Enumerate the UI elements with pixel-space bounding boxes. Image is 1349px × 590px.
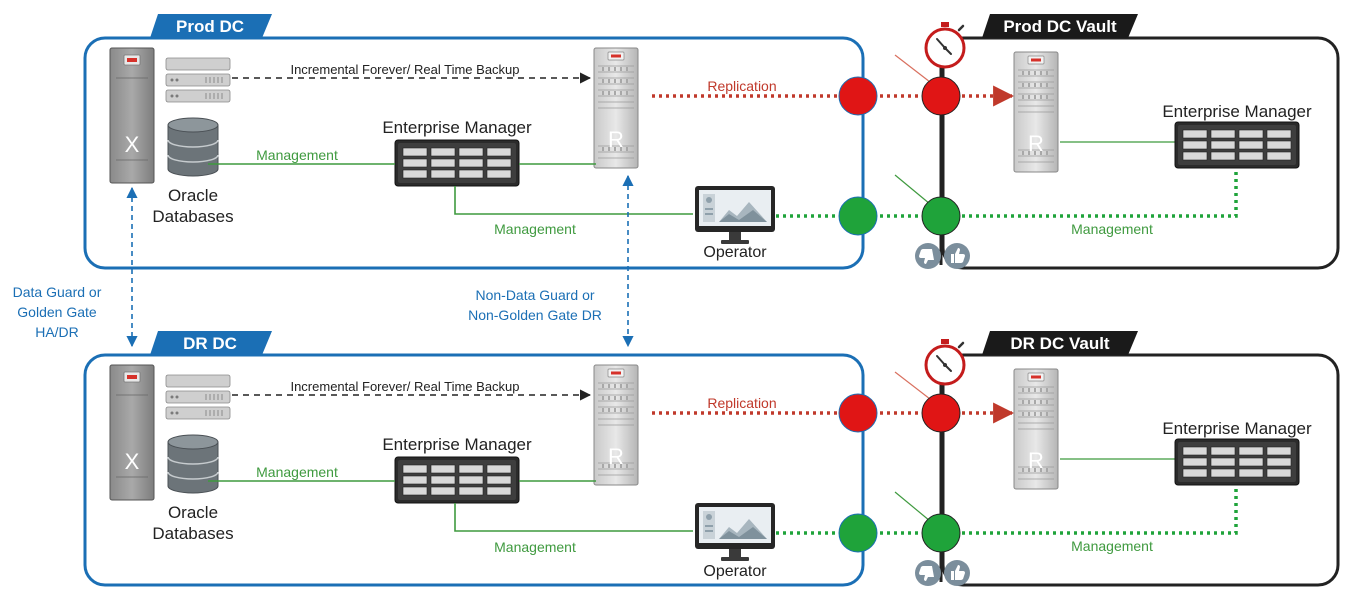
dr-dc-title: DR DC (183, 334, 237, 353)
dr-vault-mgmt-link (962, 485, 1238, 535)
dr-database-icon (167, 434, 219, 494)
prod-vault-tab (982, 14, 1138, 38)
prod-backup-server-icon (165, 57, 231, 103)
prod-operator-label: Operator (703, 244, 767, 261)
prod-database-icon (167, 117, 219, 177)
dataguard-label-line3: HA/DR (35, 324, 79, 340)
prod-green-indicator-line (894, 174, 931, 205)
dr-exadata-letter: X (125, 449, 140, 474)
prod-exadata-letter: X (125, 132, 140, 157)
prod-exadata-rack (109, 47, 155, 184)
dr-red-indicator-line (894, 371, 931, 400)
dr-vault-mgmt-label: Management (1071, 538, 1153, 554)
dr-vault-recovery-letter: R (1028, 448, 1044, 473)
dr-vault-title: DR DC Vault (1010, 334, 1110, 353)
prod-vault-mgmt-link (962, 168, 1238, 218)
prod-vault-border (941, 36, 1340, 270)
prod-db-label-line2: Databases (152, 207, 233, 226)
prod-dc-border (83, 36, 865, 270)
dr-exadata-rack (109, 364, 155, 501)
prod-vault-title: Prod DC Vault (1003, 17, 1117, 36)
dr-operator-monitor-icon (695, 503, 775, 561)
prod-mgmt-line-operator (454, 186, 693, 215)
dr-stopwatch-icon (924, 337, 966, 386)
dr-em-label: Enterprise Manager (382, 435, 532, 454)
dr-vault-em-label: Enterprise Manager (1162, 419, 1312, 438)
dr-vault-border (941, 353, 1340, 587)
dr-vault-red-signal (921, 393, 961, 433)
non-dataguard-label-line2: Non-Golden Gate DR (468, 307, 602, 323)
dataguard-label-line2: Golden Gate (17, 304, 97, 320)
dr-vault-green-signal (921, 513, 961, 553)
dr-mgmt-line-operator (454, 503, 693, 532)
dr-operator-label: Operator (703, 563, 767, 580)
prod-db-label-line1: Oracle (168, 186, 218, 205)
dr-dc-green-signal (838, 513, 878, 553)
prod-vault-green-signal (921, 196, 961, 236)
prod-dc-title: Prod DC (176, 17, 244, 36)
dr-recovery-letter: R (608, 444, 624, 469)
dr-backup-server-icon (165, 374, 231, 420)
prod-red-indicator-line (894, 54, 931, 83)
dr-dc-border (83, 353, 865, 587)
prod-vault-recovery-letter: R (1028, 131, 1044, 156)
dr-vault-tab (982, 331, 1138, 355)
dr-db-label-line2: Databases (152, 524, 233, 543)
dr-green-indicator-line (894, 491, 931, 522)
dr-backup-label: Incremental Forever/ Real Time Backup (290, 379, 519, 394)
dr-dc-tab (150, 331, 272, 355)
dr-section: DR DC DR DC Vault X Oracle Databases Ent… (83, 331, 1340, 587)
non-dataguard-label-line1: Non-Data Guard or (475, 287, 594, 303)
prod-vault-red-signal (921, 76, 961, 116)
dr-mgmt-label-1: Management (256, 464, 338, 480)
prod-mgmt-label-1: Management (256, 147, 338, 163)
prod-vault-em-appliance (1174, 121, 1300, 169)
prod-stopwatch-icon (924, 20, 966, 69)
prod-mgmt-label-2: Management (494, 221, 576, 237)
prod-section: Prod DC Prod DC Vault X Oracle Databases… (83, 14, 1340, 270)
dr-em-appliance (394, 456, 520, 504)
prod-backup-label: Incremental Forever/ Real Time Backup (290, 62, 519, 77)
prod-em-appliance (394, 139, 520, 187)
dr-dc-red-signal (838, 393, 878, 433)
dc-links: Data Guard or Golden Gate HA/DR Non-Data… (13, 174, 634, 348)
dr-replication-label: Replication (707, 395, 776, 411)
prod-vault-mgmt-label: Management (1071, 221, 1153, 237)
dr-vault-em-appliance (1174, 438, 1300, 486)
prod-dc-red-signal (838, 76, 878, 116)
prod-dc-tab (150, 14, 272, 38)
dr-mgmt-label-2: Management (494, 539, 576, 555)
prod-vault-em-label: Enterprise Manager (1162, 102, 1312, 121)
dr-db-label-line1: Oracle (168, 503, 218, 522)
prod-replication-label: Replication (707, 78, 776, 94)
prod-recovery-letter: R (608, 127, 624, 152)
prod-operator-monitor-icon (695, 186, 775, 244)
dataguard-label-line1: Data Guard or (13, 284, 102, 300)
prod-dc-green-signal (838, 196, 878, 236)
prod-em-label: Enterprise Manager (382, 118, 532, 137)
